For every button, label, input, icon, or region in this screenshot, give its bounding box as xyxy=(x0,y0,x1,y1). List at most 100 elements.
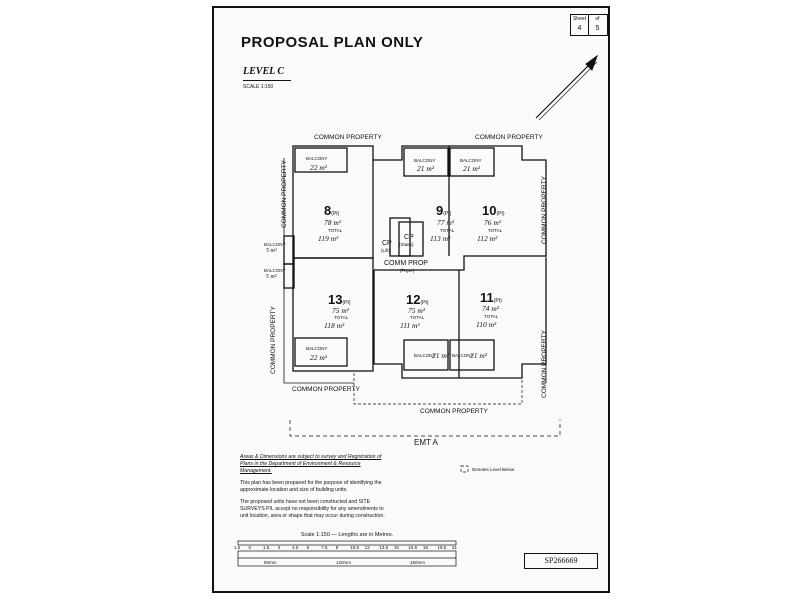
unit-11-total: 110 m² xyxy=(476,320,497,329)
balcony-8-area: 22 m² xyxy=(310,163,328,172)
scale-tick-label: 10.5 xyxy=(350,545,360,550)
scale-tick-label: 18 xyxy=(422,545,428,550)
balcony-11 xyxy=(449,339,495,371)
unit-13-area: 75 m² xyxy=(332,306,350,315)
note-disclaimer-survey: Areas & Dimensions are subject to survey… xyxy=(240,454,382,474)
common-property-left-upper: COMMON PROPERTY xyxy=(281,160,288,228)
balcony-10-label: BALCONY xyxy=(460,158,482,163)
floor-plan-drawing xyxy=(237,54,599,567)
scale-text: SCALE 1:150 xyxy=(243,84,274,90)
cp-stairs-label: CP xyxy=(404,234,414,241)
balcony-9 xyxy=(403,147,449,177)
legend-dashed-box xyxy=(460,465,469,473)
common-property-right-upper: COMMON PROPERTY xyxy=(541,176,548,244)
legend-text: Denotes Level Below xyxy=(472,467,515,472)
note-purpose: This plan has been prepared for the purp… xyxy=(240,480,382,493)
scale-tick-label: 16.5 xyxy=(408,545,418,550)
common-property-left-lower: COMMON PROPERTY xyxy=(270,306,277,374)
sheet-total: 5 xyxy=(595,25,600,32)
cp-stairs-box xyxy=(398,221,424,257)
balcony-11-area: 21 m² xyxy=(470,351,488,360)
level-below-outline xyxy=(353,373,523,405)
scale-tick-label: 21 xyxy=(452,545,458,550)
unit-13-total-label: TOTAL xyxy=(334,315,349,320)
scale-bar xyxy=(237,540,457,567)
scale-tick-label: 7.5 xyxy=(321,545,328,550)
plan-number: SP266669 xyxy=(524,553,598,569)
side-balcony-upper-label: BALCONY xyxy=(264,242,286,247)
scale-bar-sub-label-2: 120mm xyxy=(336,560,352,565)
unit-13-total: 118 m² xyxy=(324,321,345,330)
balcony-13 xyxy=(294,337,348,367)
scale-tick-label: 0 xyxy=(248,545,252,550)
unit-13-number: 13(Pt) xyxy=(328,292,351,307)
scale-bar-caption: Scale 1:150 — Lengths are in Metres. xyxy=(300,532,394,538)
sheet-number: 4 xyxy=(577,25,582,32)
cp-lift-label: CP xyxy=(382,240,392,247)
unit-11-area: 74 m² xyxy=(482,304,500,313)
unit-10-total: 112 m² xyxy=(477,234,498,243)
scale-tick-label: 13.5 xyxy=(379,545,389,550)
common-property-top-left: COMMON PROPERTY xyxy=(314,134,382,141)
unit-9-area: 77 m² xyxy=(437,218,455,227)
balcony-10 xyxy=(449,147,495,177)
scale-tick-label: 6 xyxy=(306,545,310,550)
unit-13-outline xyxy=(292,257,374,372)
balcony-13-label: BALCONY xyxy=(306,346,328,351)
scale-bar-sub-label-1: 90mm xyxy=(264,560,277,565)
level-underline xyxy=(243,80,291,81)
cp-lift-sub: (Lift) xyxy=(381,248,390,253)
side-balcony-upper-area: 5 m² xyxy=(266,248,277,254)
unit-9-total: 113 m² xyxy=(430,234,451,243)
common-property-right-lower: COMMON PROPERTY xyxy=(541,330,548,398)
comm-prop-label: COMM PROP xyxy=(384,260,428,267)
unit-12-area: 75 m² xyxy=(408,306,426,315)
unit-12-total: 111 m² xyxy=(400,321,420,330)
unit-10-number: 10(Pt) xyxy=(482,203,505,218)
scale-tick-label: 1.5 xyxy=(263,545,270,550)
north-arrow-icon xyxy=(535,54,599,121)
unit-8-area: 78 m² xyxy=(324,218,342,227)
scale-tick-label: 3 xyxy=(277,545,281,550)
unit-8-total-label: TOTAL xyxy=(328,228,343,233)
units-9-10-outline xyxy=(373,145,547,271)
balcony-11-label: BALCONY xyxy=(452,353,474,358)
unit-11-total-label: TOTAL xyxy=(484,314,499,319)
note-construction: The proposed units have not been constru… xyxy=(240,499,385,519)
scale-tick-label: 1.5 xyxy=(234,545,241,550)
sheet-label: Sheet xyxy=(572,16,587,22)
scale-tick-label: 9 xyxy=(335,545,339,550)
unit-10-area: 76 m² xyxy=(484,218,502,227)
cp-stairs-sub: (Stairs) xyxy=(399,242,414,247)
balcony-9-area: 21 m² xyxy=(417,164,435,173)
plan-sheet: Sheet of 4 5 PROPOSAL PLAN ONLY LEVEL C … xyxy=(212,6,610,593)
scale-bar-sub-label-3: 150mm xyxy=(410,560,426,565)
easement-label: EMT A xyxy=(414,438,438,447)
scale-tick-label: 19.5 xyxy=(437,545,447,550)
unit-12-number: 12(Pt) xyxy=(406,292,429,307)
unit-8-number: 8(Pt) xyxy=(324,203,340,218)
unit-8-total: 119 m² xyxy=(318,234,339,243)
unit-9-number: 9(Pt) xyxy=(436,203,452,218)
scale-tick-label: 15 xyxy=(393,545,399,550)
side-balcony-lower-area: 5 m² xyxy=(266,274,277,280)
balcony-8-label: BALCONY xyxy=(306,156,328,161)
balcony-12-label: BALCONY xyxy=(414,353,436,358)
unit-11-number: 11(Pt) xyxy=(480,290,502,305)
balcony-10-area: 21 m² xyxy=(463,164,481,173)
common-property-bottom-center: COMMON PROPERTY xyxy=(420,408,488,415)
of-label: of xyxy=(595,16,600,22)
scale-bar-ticks: 1.5 0 1.5 3 4.5 6 7.5 9 10.5 12 13.5 15 16.5 18 19.5 21 xyxy=(232,545,462,551)
scale-tick-label: 12 xyxy=(364,545,370,550)
plan-title: PROPOSAL PLAN ONLY xyxy=(241,34,424,51)
balcony-9-label: BALCONY xyxy=(414,158,436,163)
sheet-number-box: Sheet of 4 5 xyxy=(570,14,608,36)
unit-10-total-label: TOTAL xyxy=(488,228,503,233)
scale-tick-label: 4.5 xyxy=(292,545,299,550)
common-property-top-right: COMMON PROPERTY xyxy=(475,134,543,141)
common-property-bottom-left: COMMON PROPERTY xyxy=(292,386,360,393)
unit-12-total-label: TOTAL xyxy=(410,315,425,320)
plan-notes: Areas & Dimensions are subject to survey… xyxy=(240,454,390,525)
balcony-8 xyxy=(294,147,348,173)
side-balcony-lower-label: BALCONY xyxy=(264,268,286,273)
